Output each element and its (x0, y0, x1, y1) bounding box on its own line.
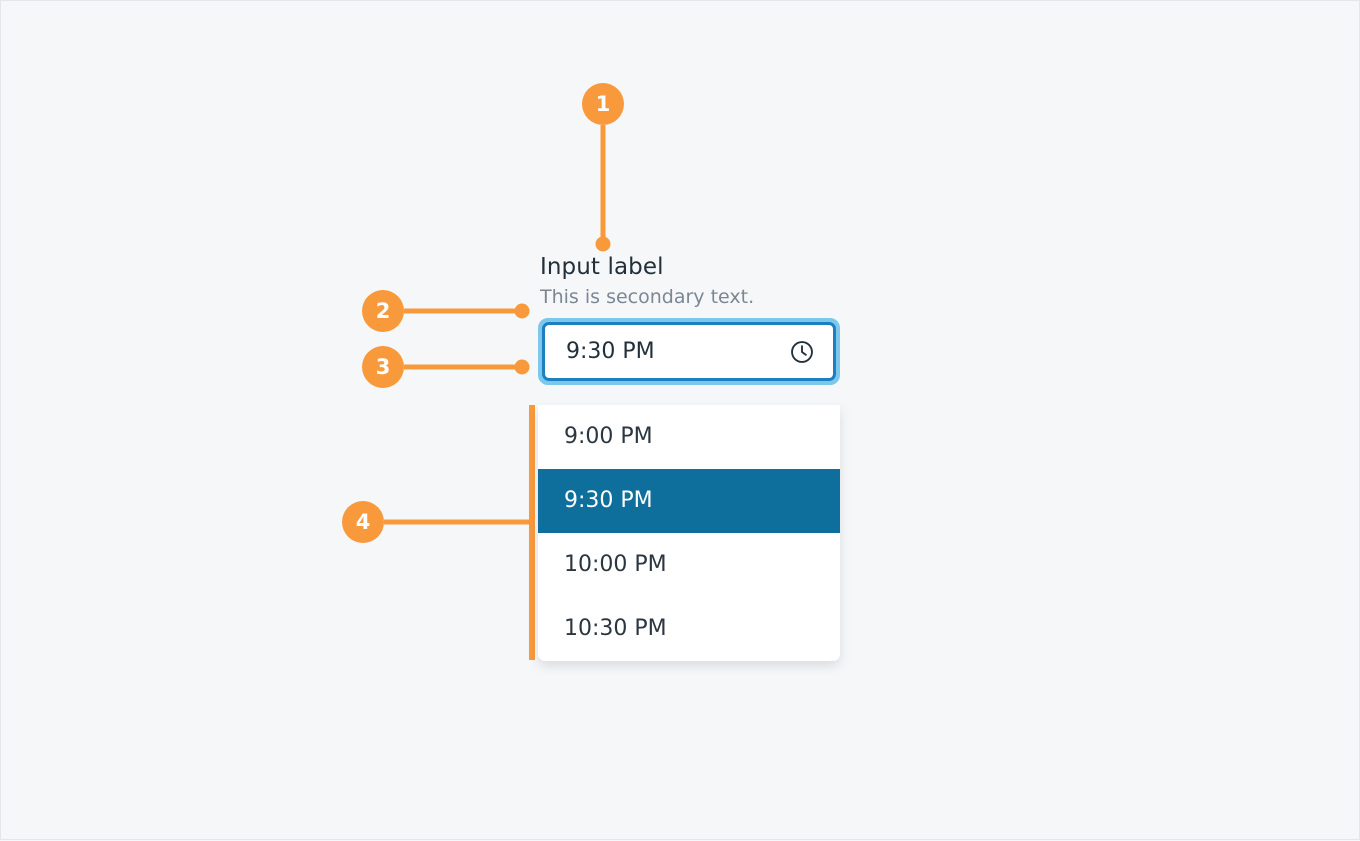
time-input-focus-ring: 9:30 PM (538, 318, 840, 386)
clock-icon[interactable] (789, 339, 815, 365)
time-input-field[interactable]: 9:30 PM (542, 322, 836, 382)
time-picker-component: Input label This is secondary text. 9:30… (538, 254, 840, 661)
annotation-marker-1: 1 (582, 83, 624, 125)
dropdown-option[interactable]: 10:30 PM (564, 616, 667, 641)
time-input-value: 9:30 PM (566, 338, 655, 364)
annotation-marker-4: 4 (342, 501, 384, 543)
annotation-marker-3: 3 (362, 346, 404, 388)
dropdown-option[interactable]: 10:00 PM (564, 552, 667, 577)
dropdown-option[interactable]: 9:00 PM (564, 424, 653, 449)
dropdown-option-selected[interactable]: 9:30 PM (538, 469, 840, 533)
secondary-helper-text: This is secondary text. (540, 285, 755, 308)
annotation-marker-2: 2 (362, 290, 404, 332)
dropdown-list[interactable]: 9:00 PM 9:30 PM 10:00 PM 10:30 PM (538, 405, 840, 661)
input-label: Input label (540, 254, 664, 280)
